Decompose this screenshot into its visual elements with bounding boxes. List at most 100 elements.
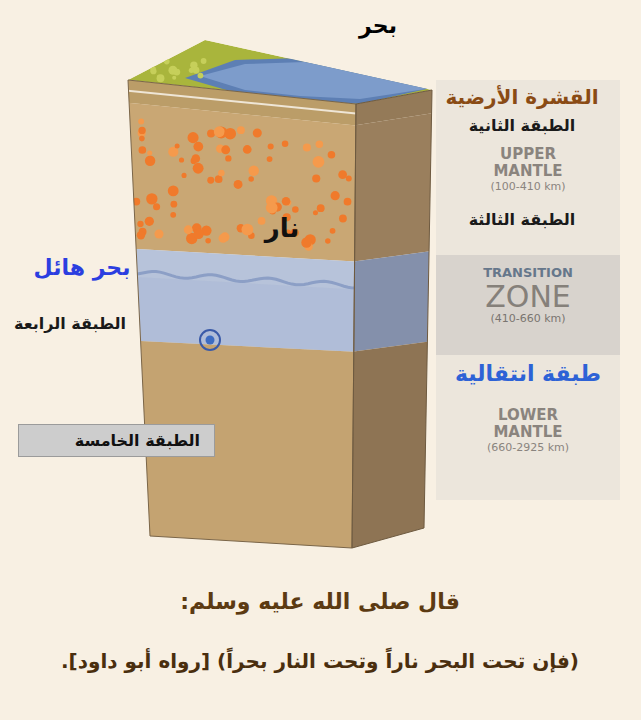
fire-dot xyxy=(145,156,155,166)
fire-dot xyxy=(346,176,352,182)
layer-caption: (410-660 km) xyxy=(443,312,613,326)
layer-label: الطبقة الثالثة xyxy=(469,210,576,231)
fire-dot xyxy=(267,156,273,162)
fire-dot xyxy=(184,225,193,234)
land-speck xyxy=(164,59,170,65)
marker-ring xyxy=(200,330,220,350)
land-speck xyxy=(172,76,176,80)
fire-dot xyxy=(170,201,177,208)
layer-label: طبقة انتقالية xyxy=(455,360,601,389)
fire-dot xyxy=(146,193,157,204)
fire-dot xyxy=(328,151,336,159)
layer-label-box: الطبقة الخامسة xyxy=(18,424,215,457)
fire-dot xyxy=(339,215,347,223)
fire-dot xyxy=(194,229,204,239)
fire-dot xyxy=(205,238,211,244)
quote-text: (فإن تحت البحر ناراً وتحت النار بحراً) [… xyxy=(61,648,579,674)
fire-dot xyxy=(234,180,243,189)
land-speck xyxy=(168,66,177,75)
fire-dot xyxy=(325,238,330,243)
fire-dot xyxy=(248,165,258,175)
fire-dot xyxy=(266,202,278,214)
fire-dot xyxy=(214,126,225,137)
sea-edge xyxy=(185,58,440,104)
fire-dot xyxy=(282,140,289,147)
fire-dot xyxy=(237,126,245,134)
layer-caption: (660-2925 km) xyxy=(448,440,608,455)
fire-dot xyxy=(301,237,312,248)
side-face xyxy=(350,86,440,560)
fire-dot xyxy=(313,156,325,168)
fire-dot xyxy=(253,129,262,138)
layer-caption: (100-410 km) xyxy=(448,179,608,194)
layer-caption: LOWER MANTLE xyxy=(468,407,588,440)
layer-label: الطبقة الثانية xyxy=(469,116,576,137)
layer-caption: ZONE xyxy=(443,281,613,313)
land-speck xyxy=(198,73,204,79)
fire-dot xyxy=(139,136,145,142)
fire-dot xyxy=(193,142,203,152)
land-speck xyxy=(150,60,155,65)
fire-dot xyxy=(224,128,236,140)
side-outline xyxy=(352,90,432,548)
fire-dot xyxy=(282,197,291,206)
fire-dot xyxy=(138,119,144,125)
transition-deep xyxy=(120,276,362,352)
fire-dot xyxy=(181,173,186,178)
side-transition xyxy=(350,250,440,352)
fire-dot xyxy=(147,151,152,156)
side-upper-mantle xyxy=(350,112,440,262)
fire-dot xyxy=(292,206,299,213)
fire-dot xyxy=(207,130,215,138)
fire-dot xyxy=(188,132,199,143)
upper-mantle-layer xyxy=(120,102,362,262)
fire-dot xyxy=(317,204,325,212)
fire-dot xyxy=(268,143,274,149)
fire-dot xyxy=(154,230,163,239)
front-outline xyxy=(128,80,356,548)
land-speck xyxy=(190,61,197,68)
fire-dot xyxy=(193,163,204,174)
fire-dot xyxy=(145,217,154,226)
caption: قال صلى الله عليه وسلم: xyxy=(180,588,460,617)
fire-dot xyxy=(248,176,254,182)
fire-dot xyxy=(137,231,145,239)
land-speck xyxy=(157,74,165,82)
fire-dot xyxy=(138,127,145,134)
top-face xyxy=(128,40,440,104)
land-speck xyxy=(157,75,161,79)
fire-dot xyxy=(170,212,176,218)
layer-caption: UPPER MANTLE xyxy=(468,146,588,179)
fire-dot xyxy=(168,185,179,196)
layer-label: الطبقة الرابعة xyxy=(14,314,126,335)
land-speck xyxy=(150,68,156,74)
fire-dot xyxy=(207,177,214,184)
fire-dot xyxy=(221,145,230,154)
fire-dot xyxy=(179,157,184,162)
layer-label: بحر xyxy=(359,12,397,41)
fire-dot xyxy=(215,175,223,183)
fire-dot xyxy=(258,217,266,225)
layer-name: الطبقة الخامسة xyxy=(75,430,200,452)
fire-dot xyxy=(243,145,252,154)
layer-label: نار xyxy=(265,212,300,246)
fire-dot xyxy=(139,146,147,154)
marker-dot xyxy=(206,336,215,345)
fire-dot xyxy=(225,155,231,161)
fire-dot xyxy=(175,143,180,148)
fire-dot xyxy=(241,224,253,236)
fire-dot xyxy=(330,228,336,234)
transition-layer xyxy=(120,248,362,352)
layer-caption: TRANSITION xyxy=(443,265,613,281)
fire-dot xyxy=(137,221,143,227)
fire-dot xyxy=(192,154,201,163)
fire-dot xyxy=(316,140,323,147)
sea xyxy=(200,62,432,99)
layer-band: TRANSITIONZONE(410-660 km) xyxy=(436,255,620,355)
fire-dot xyxy=(153,203,160,210)
fire-dot xyxy=(313,210,318,215)
fire-dot xyxy=(218,170,224,176)
layer-label: بحر هائل xyxy=(34,254,131,283)
